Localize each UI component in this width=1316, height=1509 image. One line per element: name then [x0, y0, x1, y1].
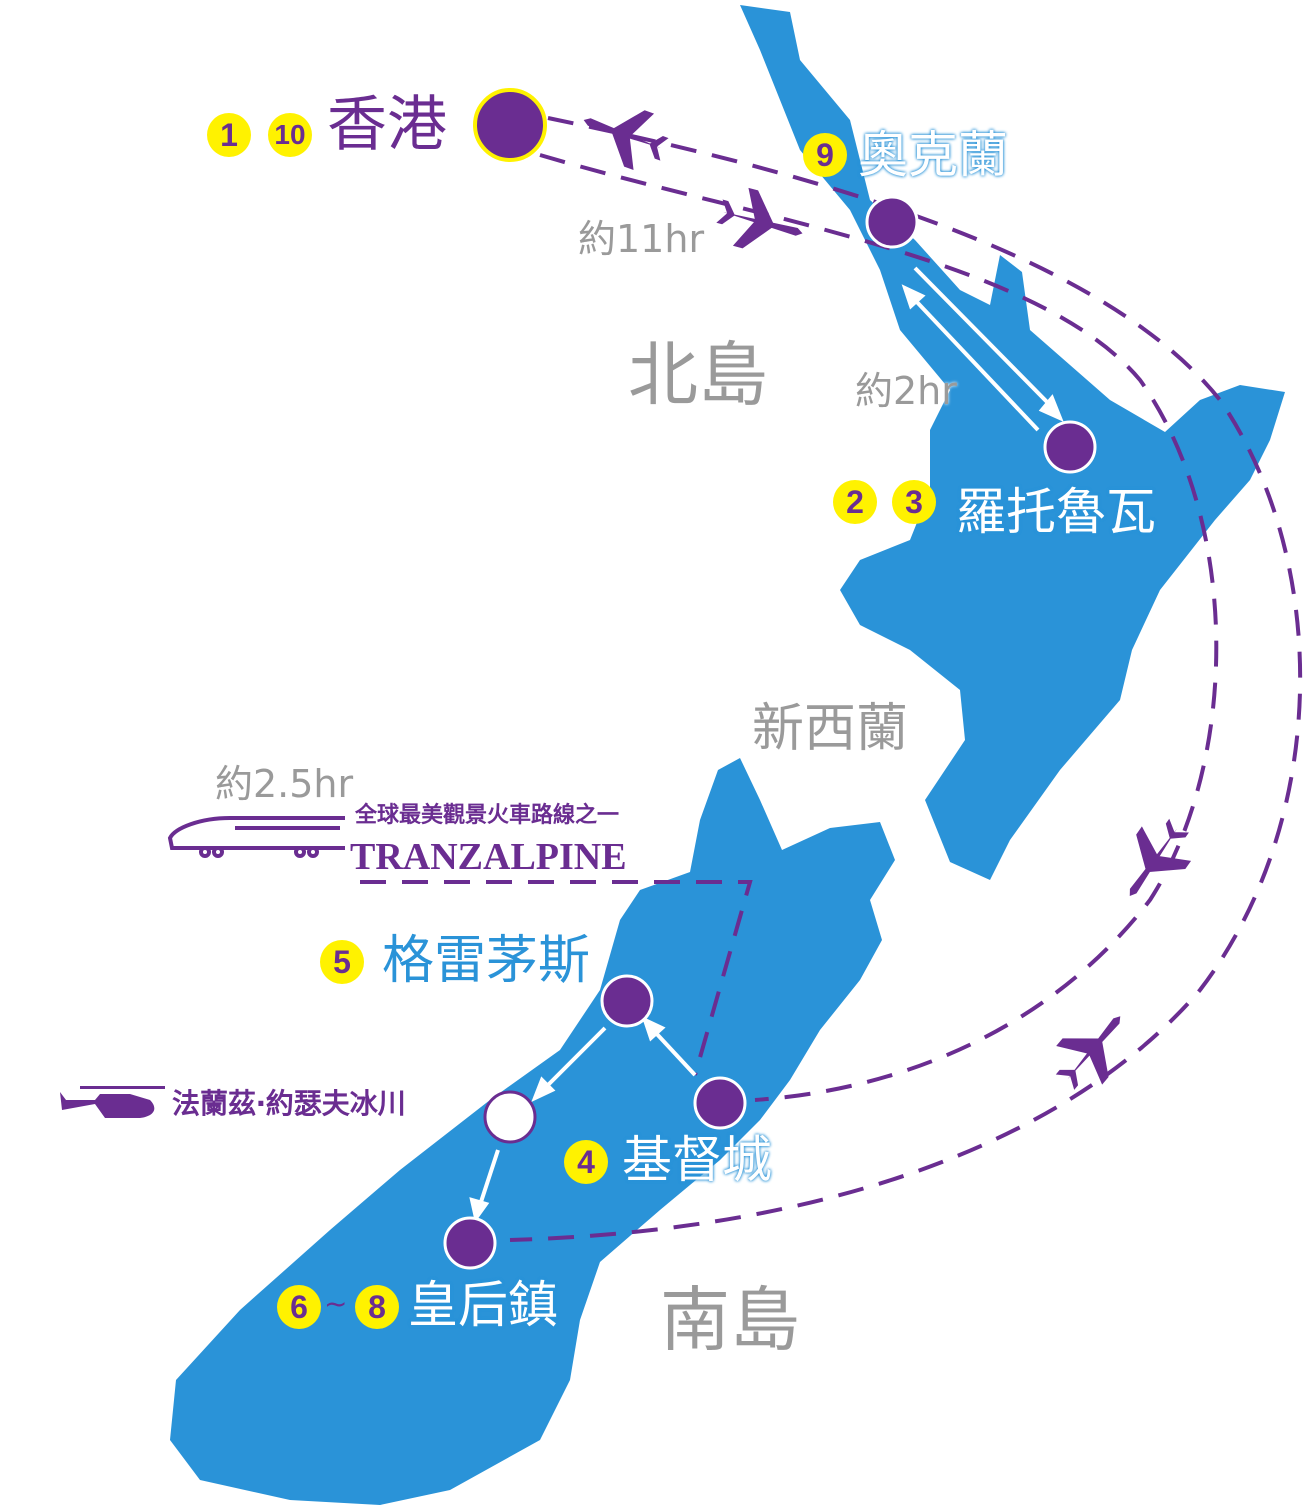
marker-christchurch: [693, 1076, 747, 1130]
glacier-label: 法蘭茲‧約瑟夫冰川: [172, 1087, 406, 1120]
region-south-island: 南島: [660, 1279, 800, 1361]
day-badge: 2: [833, 480, 877, 524]
train-icon: [167, 816, 345, 858]
city-label-greymouth: 格雷茅斯: [382, 931, 591, 991]
train-route: [360, 880, 753, 1076]
flight-duration: 約11hr: [578, 217, 705, 261]
day-badge: 6: [277, 1285, 321, 1329]
city-markers: [443, 88, 1097, 1270]
plane-icon: [1129, 818, 1192, 897]
train-tagline: 全球最美觀景火車路線之一: [355, 803, 620, 828]
helicopter-icon: [60, 1086, 165, 1118]
city-label-christchurch: 基督城: [622, 1131, 772, 1189]
marker-auckland: [865, 195, 919, 249]
plane-icon: [716, 187, 803, 249]
flight-route-outer: [509, 116, 1303, 1242]
marker-hongkong: [473, 88, 547, 162]
day-badge: 3: [892, 480, 936, 524]
plane-icon: [1055, 1016, 1121, 1090]
south-island: [170, 758, 895, 1505]
flight-routes: [360, 116, 1303, 1242]
country-label: 新西蘭: [752, 699, 909, 759]
train-duration: 約2.5hr: [215, 762, 354, 806]
train-name: TRANZALPINE: [350, 836, 627, 878]
drive-duration: 約2hr: [855, 369, 957, 413]
city-label-queenstown: 皇后鎮: [408, 1276, 558, 1334]
day-range-separator: ~: [324, 1287, 348, 1320]
marker-greymouth: [600, 974, 654, 1028]
drive-arrows: [469, 266, 1064, 1223]
city-label-hongkong: 香港: [327, 90, 447, 160]
marker-glacier: [483, 1090, 537, 1144]
day-badge: 4: [564, 1140, 608, 1184]
day-badge: 8: [355, 1285, 399, 1329]
city-label-rotorua: 羅托魯瓦: [956, 483, 1156, 541]
day-badge: 1: [207, 113, 251, 157]
day-badge: 5: [320, 940, 364, 984]
day-badge: 10: [268, 113, 312, 157]
city-label-auckland: 奧克蘭: [858, 126, 1008, 184]
marker-queenstown: [443, 1216, 497, 1270]
marker-rotorua: [1043, 420, 1097, 474]
region-north-island: 北島: [628, 334, 768, 416]
plane-icon: [583, 110, 669, 171]
day-badge: 9: [803, 133, 847, 177]
plane-icons: [583, 110, 1192, 1090]
flight-route-inner: [539, 153, 1219, 1102]
